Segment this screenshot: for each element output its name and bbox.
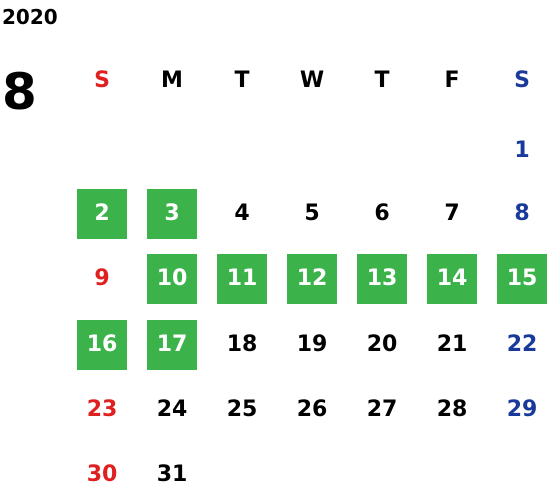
day-cell-29: 29 [506, 397, 538, 422]
weekday-header-thursday: T [374, 68, 390, 93]
day-cell-7: 7 [444, 201, 460, 226]
day-cell-9: 9 [94, 266, 110, 291]
day-cell-21: 21 [436, 332, 468, 357]
day-cell-20: 20 [366, 332, 398, 357]
weekday-header-saturday: S [514, 68, 530, 93]
year-label: 2020 [2, 5, 58, 29]
day-cell-5: 5 [304, 201, 320, 226]
day-cell-18: 18 [226, 332, 258, 357]
day-cell-24: 24 [156, 397, 188, 422]
day-cell-4: 4 [234, 201, 250, 226]
weekday-header-monday: M [161, 68, 183, 93]
day-cell-27: 27 [366, 397, 398, 422]
day-cell-3: 3 [147, 189, 197, 239]
day-cell-28: 28 [436, 397, 468, 422]
month-number: 8 [2, 63, 37, 121]
day-cell-12: 12 [287, 254, 337, 304]
day-cell-25: 25 [226, 397, 258, 422]
day-cell-19: 19 [296, 332, 328, 357]
day-cell-6: 6 [374, 201, 390, 226]
weekday-header-tuesday: T [234, 68, 250, 93]
day-cell-10: 10 [147, 254, 197, 304]
weekday-header-friday: F [444, 68, 460, 93]
day-cell-11: 11 [217, 254, 267, 304]
day-cell-30: 30 [86, 462, 118, 487]
day-cell-2: 2 [77, 189, 127, 239]
day-cell-13: 13 [357, 254, 407, 304]
day-cell-1: 1 [514, 138, 530, 163]
day-cell-17: 17 [147, 320, 197, 370]
day-cell-22: 22 [506, 332, 538, 357]
weekday-header-sunday: S [94, 68, 110, 93]
day-cell-31: 31 [156, 462, 188, 487]
day-cell-15: 15 [497, 254, 547, 304]
day-cell-14: 14 [427, 254, 477, 304]
day-cell-23: 23 [86, 397, 118, 422]
day-cell-26: 26 [296, 397, 328, 422]
day-cell-16: 16 [77, 320, 127, 370]
day-cell-8: 8 [514, 201, 530, 226]
weekday-header-wednesday: W [299, 68, 325, 93]
